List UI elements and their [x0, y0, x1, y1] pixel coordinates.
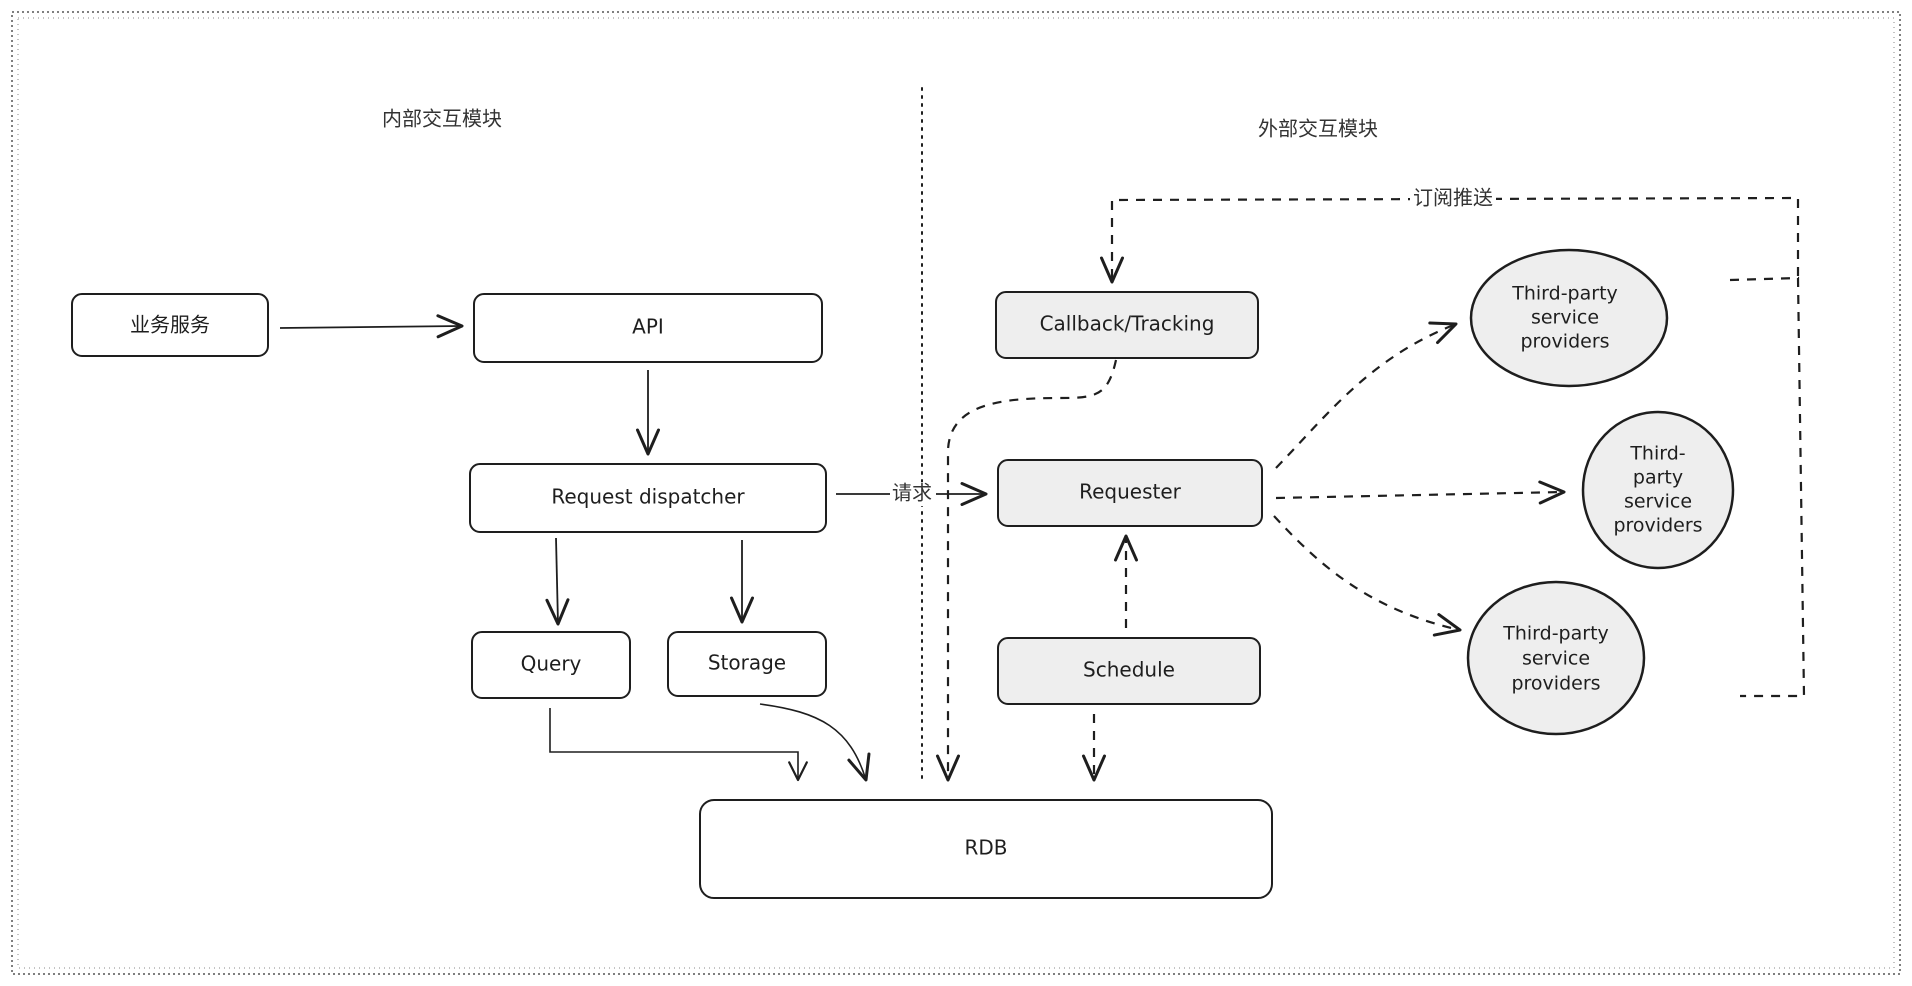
- edge-label-request: 请求: [892, 481, 932, 505]
- provider-circle-top[interactable]: Third-party service providers: [1469, 248, 1669, 388]
- node-callback-tracking[interactable]: Callback/Tracking: [995, 291, 1259, 359]
- provider-label-line: providers: [1520, 331, 1609, 353]
- node-request-dispatcher[interactable]: Request dispatcher: [469, 463, 827, 533]
- provider-circle-middle[interactable]: Third- party service providers: [1581, 410, 1735, 570]
- arrow-dispatcher-to-query: [545, 537, 570, 626]
- node-label: RDB: [964, 836, 1007, 860]
- provider-label-line: service: [1531, 307, 1599, 329]
- node-label: Schedule: [1083, 658, 1175, 682]
- node-label: Storage: [708, 651, 786, 675]
- node-schedule[interactable]: Schedule: [997, 637, 1261, 705]
- provider-label-line: providers: [1613, 515, 1702, 537]
- node-query[interactable]: Query: [471, 631, 631, 699]
- node-business-service[interactable]: 业务服务: [71, 293, 269, 357]
- node-storage[interactable]: Storage: [667, 631, 827, 697]
- node-label: API: [632, 315, 664, 339]
- node-api[interactable]: API: [473, 293, 823, 363]
- node-label: Request dispatcher: [551, 485, 745, 509]
- node-label: Query: [521, 652, 582, 676]
- provider-label-line: service: [1624, 491, 1692, 513]
- section-label-internal: 内部交互模块: [382, 107, 502, 131]
- arrow-query-to-rdb: [549, 708, 808, 782]
- arrow-callback-to-rdb: [936, 359, 1118, 782]
- provider-label-line: Third-: [1629, 443, 1685, 465]
- node-label: Callback/Tracking: [1040, 312, 1215, 336]
- providers-bracket: [1729, 276, 1806, 698]
- provider-circle-bottom[interactable]: Third-party service providers: [1466, 580, 1646, 736]
- section-label-external: 外部交互模块: [1258, 117, 1378, 141]
- outer-frame-inner: [17, 17, 1895, 969]
- provider-label-line: service: [1522, 648, 1590, 670]
- node-rdb[interactable]: RDB: [699, 799, 1273, 899]
- node-requester[interactable]: Requester: [997, 459, 1263, 527]
- provider-label-line: Third-party: [1511, 283, 1618, 305]
- edge-label-bg: [1410, 186, 1496, 212]
- arrow-subscribe-push: [1100, 196, 1800, 284]
- provider-label-line: providers: [1511, 673, 1600, 695]
- provider-label-line: party: [1633, 467, 1683, 489]
- node-label: 业务服务: [130, 313, 210, 337]
- edge-label-bg: [890, 482, 936, 506]
- provider-label-line: Third-party: [1502, 623, 1609, 645]
- arrow-storage-to-rdb: [759, 703, 871, 782]
- arrow-business-to-api: [279, 314, 464, 339]
- edge-label-subscribe-push: 订阅推送: [1413, 186, 1493, 210]
- arrow-requester-to-provider-top: [1275, 321, 1458, 469]
- node-label: Requester: [1079, 480, 1182, 504]
- arrow-requester-to-provider-bottom: [1273, 515, 1462, 637]
- arrow-requester-to-provider-middle: [1275, 480, 1566, 505]
